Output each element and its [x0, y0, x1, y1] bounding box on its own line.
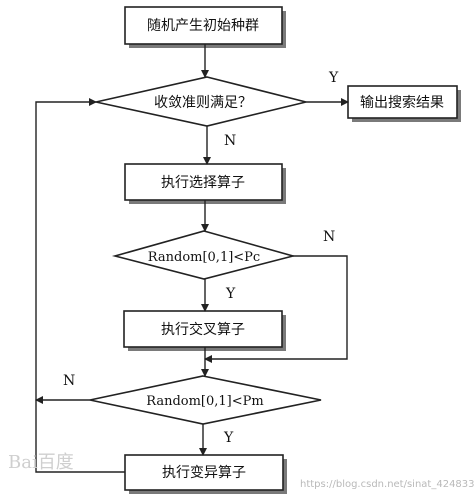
selection-node-label: 执行选择算子 [161, 175, 245, 191]
crossover-decision-label: Random[0,1]<Pc [148, 250, 260, 265]
mutation-yes-label: Y [223, 430, 234, 446]
crossover-node: 执行交叉算子 [123, 310, 286, 351]
mutation-no-label: N [63, 373, 75, 389]
mutation-node-label: 执行变异算子 [162, 465, 246, 481]
output-node: 输出搜索结果 [347, 85, 461, 122]
converge-yes-label: Y [328, 70, 339, 86]
selection-node: 执行选择算子 [124, 163, 286, 204]
edge-loop-back [35, 98, 125, 473]
output-node-label: 输出搜索结果 [360, 94, 444, 111]
start-node: 随机产生初始种群 [124, 6, 286, 48]
watermark-logo: Bai百度 [8, 452, 74, 473]
convergence-decision: 收敛准则满足？ [95, 76, 307, 127]
crossover-node-label: 执行交叉算子 [161, 321, 245, 338]
crossover-yes-label: Y [225, 286, 236, 302]
start-node-label: 随机产生初始种群 [147, 17, 259, 34]
mutation-node: 执行变异算子 [124, 454, 287, 494]
edge-cross-no [204, 255, 348, 363]
mutation-decision: Random[0,1]<Pm [89, 375, 322, 425]
watermark-url: https://blog.csdn.net/sinat_42483341 [300, 479, 474, 490]
crossover-decision: Random[0,1]<Pc [111, 230, 297, 280]
converge-no-label: N [224, 133, 236, 149]
crossover-no-label: N [323, 229, 335, 245]
mutation-decision-label: Random[0,1]<Pm [146, 394, 263, 409]
convergence-decision-label: 收敛准则满足？ [154, 95, 252, 111]
